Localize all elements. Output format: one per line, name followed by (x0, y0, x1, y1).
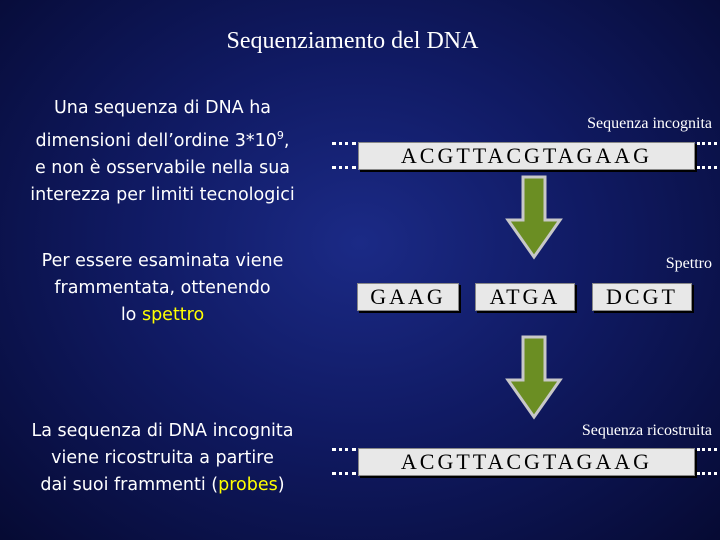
paragraph-line: e non è osservabile nella sua (34, 157, 291, 178)
slide-title: Sequenziamento del DNA (226, 28, 479, 54)
dotted-line (332, 472, 356, 475)
label-spectrum: Spettro (665, 255, 712, 272)
paragraph-reconstruction: La sequenza di DNA incognita viene ricos… (0, 418, 325, 499)
paragraph-text: dai suoi frammenti ( (40, 475, 219, 495)
paragraph-line: dai suoi frammenti (probes) (0, 472, 325, 499)
paragraph-dimensions: Una sequenza di DNA ha dimensioni dell’o… (0, 95, 325, 209)
paragraph-line: frammentata, ottenendo (54, 278, 271, 298)
paragraph-text: lo (120, 305, 142, 325)
fragment-box: DCGT (592, 283, 692, 311)
fragment-box: GAAG (357, 283, 459, 311)
fragment-box: ATGA (475, 283, 575, 311)
paragraph-line: interezza per limiti tecnologici (30, 184, 295, 205)
reconstructed-sequence-box: ACGTTACGTAGAAG (358, 448, 695, 476)
dotted-line (332, 448, 356, 451)
dotted-line (697, 448, 717, 451)
paragraph-line: lo spettro (0, 302, 325, 329)
exponent: 9 (276, 129, 284, 142)
paragraph-line: dimensioni dell’ordine 3*109, (0, 122, 325, 155)
label-reconstructed-sequence: Sequenza ricostruita (581, 422, 712, 439)
highlight-probes: probes (218, 475, 278, 495)
dotted-line (332, 166, 356, 169)
paragraph-line: La sequenza di DNA incognita (31, 421, 294, 441)
paragraph-line: viene ricostruita a partire (51, 448, 274, 468)
dotted-line (332, 142, 356, 145)
paragraph-line: Per essere esaminata viene (41, 251, 284, 271)
unknown-sequence-box: ACGTTACGTAGAAG (358, 142, 695, 170)
highlight-spettro: spettro (141, 305, 205, 325)
paragraph-text: ) (277, 475, 285, 495)
paragraph-text: , (283, 130, 290, 151)
dotted-line (697, 166, 717, 169)
dotted-line (697, 142, 717, 145)
paragraph-fragmentation: Per essere esaminata viene frammentata, … (0, 248, 325, 329)
dotted-line (697, 472, 717, 475)
label-unknown-sequence: Sequenza incognita (587, 115, 712, 132)
down-arrow-icon (505, 175, 563, 260)
down-arrow-icon (505, 335, 563, 420)
paragraph-line: Una sequenza di DNA ha (53, 98, 272, 118)
paragraph-text: dimensioni dell’ordine 3*10 (35, 130, 277, 151)
